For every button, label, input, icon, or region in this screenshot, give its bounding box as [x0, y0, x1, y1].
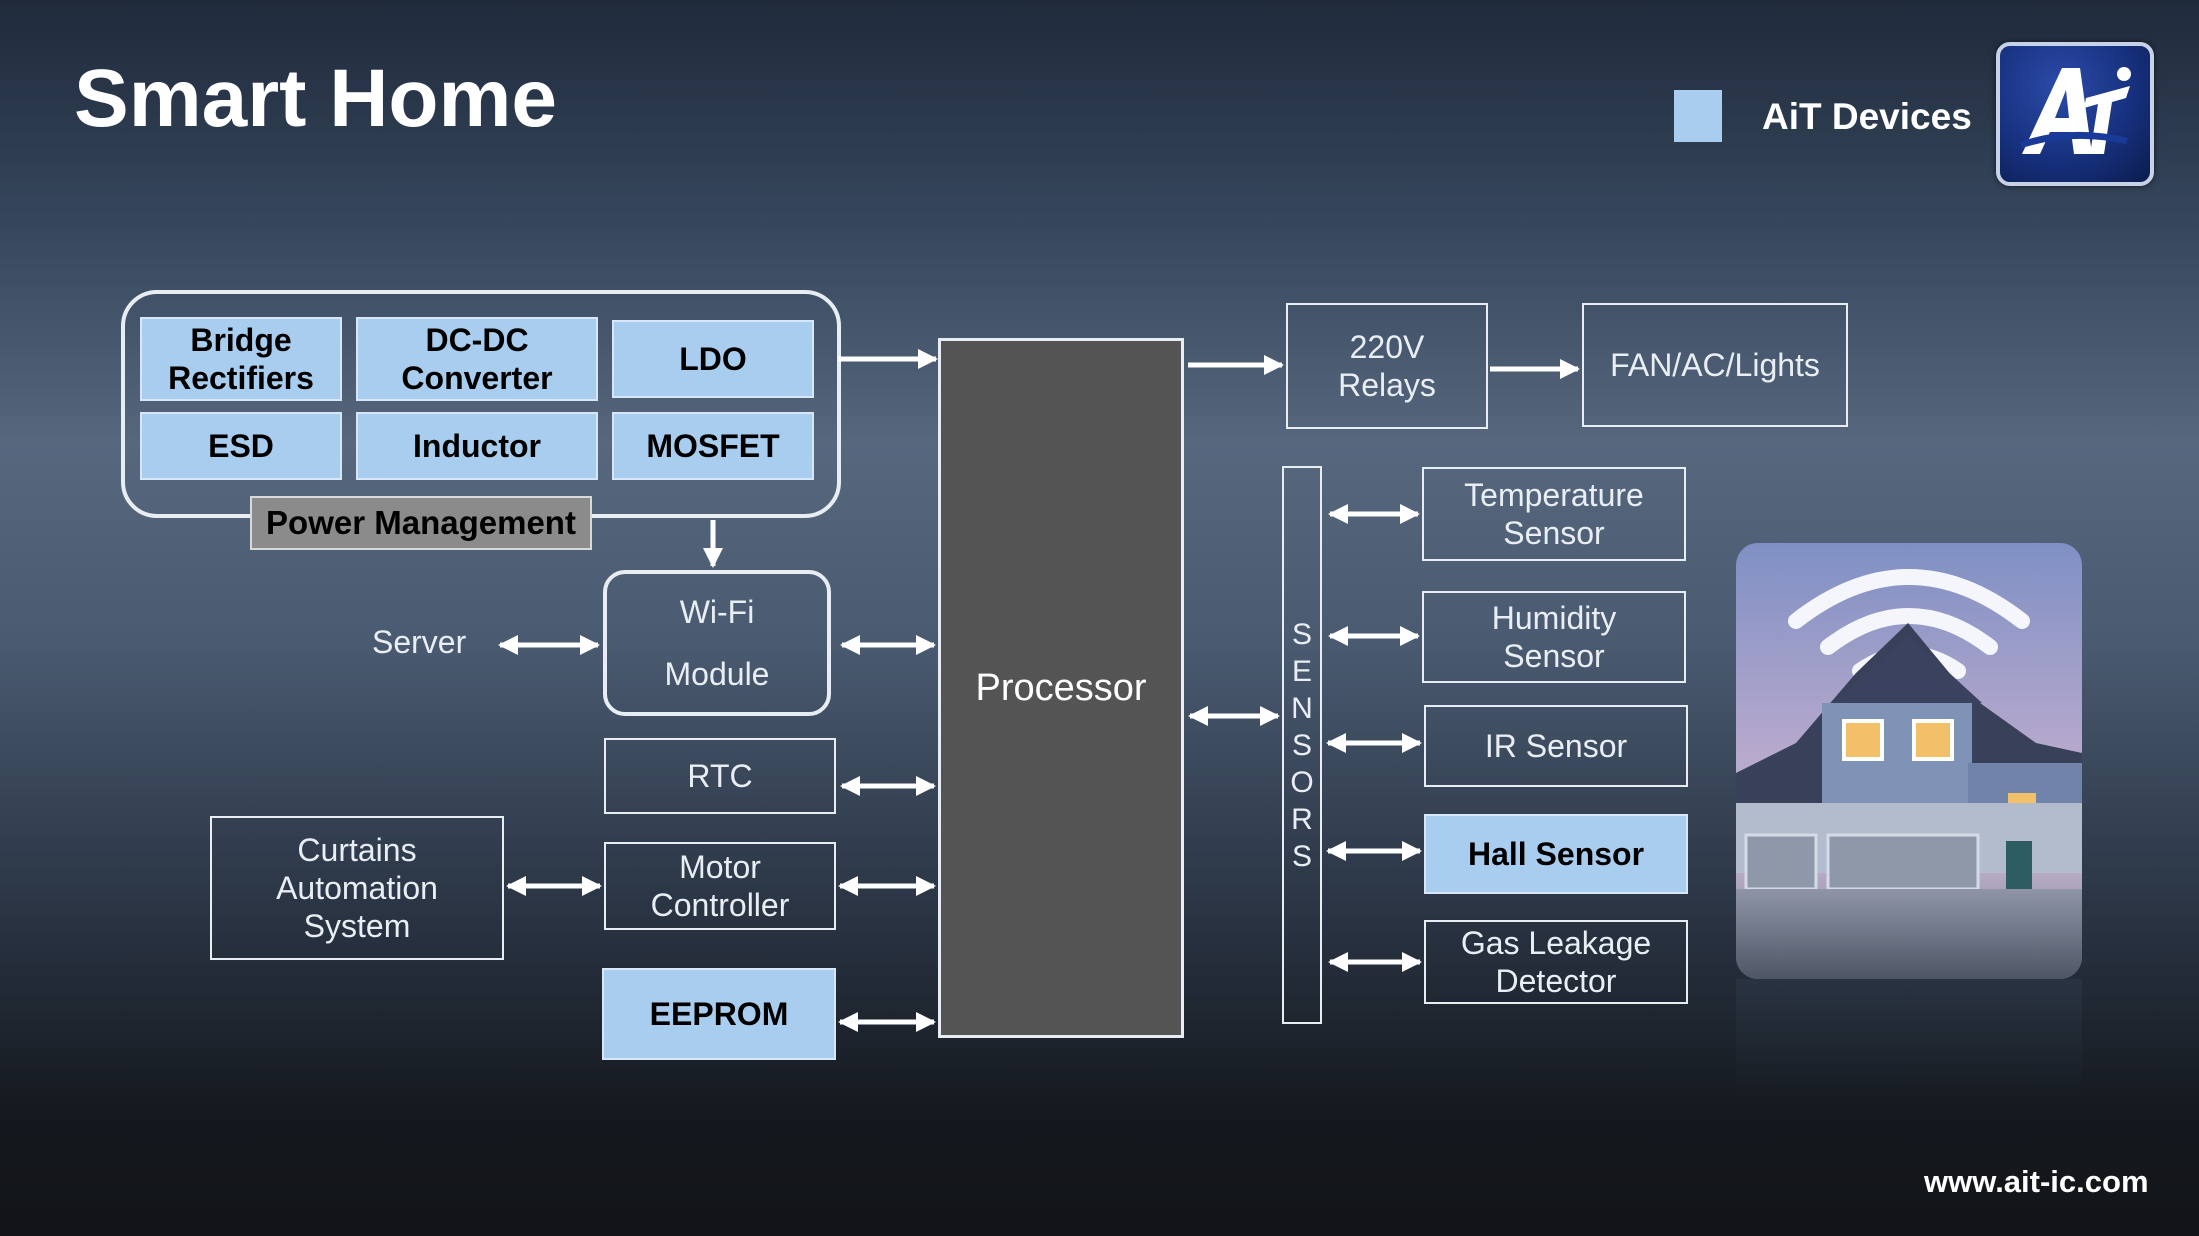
inductor-block: Inductor: [356, 412, 598, 480]
sensors-letter: O: [1290, 765, 1314, 799]
legend-label: AiT Devices: [1762, 96, 1972, 137]
sensors-letter: R: [1291, 802, 1313, 836]
loads-block: FAN/AC/Lights: [1582, 303, 1848, 427]
sensors-letter: N: [1291, 691, 1313, 725]
sensors-bar: S E N S O R S: [1282, 466, 1322, 1024]
sensors-letter: S: [1291, 617, 1312, 651]
ir-sensor-block: IR Sensor: [1424, 705, 1688, 787]
power-management-label: Power Management: [250, 496, 592, 550]
eeprom-block: EEPROM: [602, 968, 836, 1060]
processor-block: Processor: [938, 338, 1184, 1038]
ait-logo-icon: [1996, 42, 2154, 186]
ldo-block: LDO: [612, 320, 814, 398]
page-title: Smart Home: [74, 53, 558, 144]
relays-block: 220V Relays: [1286, 303, 1488, 429]
wifi-module-block: Wi-Fi Module: [603, 570, 831, 716]
hall-sensor-block: Hall Sensor: [1424, 814, 1688, 894]
gas-leakage-detector-block: Gas Leakage Detector: [1424, 920, 1688, 1004]
esd-block: ESD: [140, 412, 342, 480]
image-reflection: [1736, 979, 2082, 1099]
humidity-sensor-block: Humidity Sensor: [1422, 591, 1686, 683]
legend-swatch: [1674, 90, 1722, 142]
sensors-letter: S: [1291, 839, 1312, 873]
curtains-automation-block: Curtains Automation System: [210, 816, 504, 960]
wifi-module-line2: Module: [664, 656, 770, 692]
website-url: www.ait-ic.com: [1924, 1164, 2149, 1199]
motor-controller-block: Motor Controller: [604, 842, 836, 930]
bridge-rectifiers-block: Bridge Rectifiers: [140, 317, 342, 401]
mosfet-block: MOSFET: [612, 412, 814, 480]
sensors-letter: E: [1291, 654, 1312, 688]
rtc-block: RTC: [604, 738, 836, 814]
sensors-letter: S: [1291, 728, 1312, 762]
dc-dc-converter-block: DC-DC Converter: [356, 317, 598, 401]
server-label: Server: [372, 624, 467, 660]
wifi-module-line1: Wi-Fi: [679, 594, 755, 630]
smart-home-house-image: [1736, 543, 2082, 979]
temperature-sensor-block: Temperature Sensor: [1422, 467, 1686, 561]
